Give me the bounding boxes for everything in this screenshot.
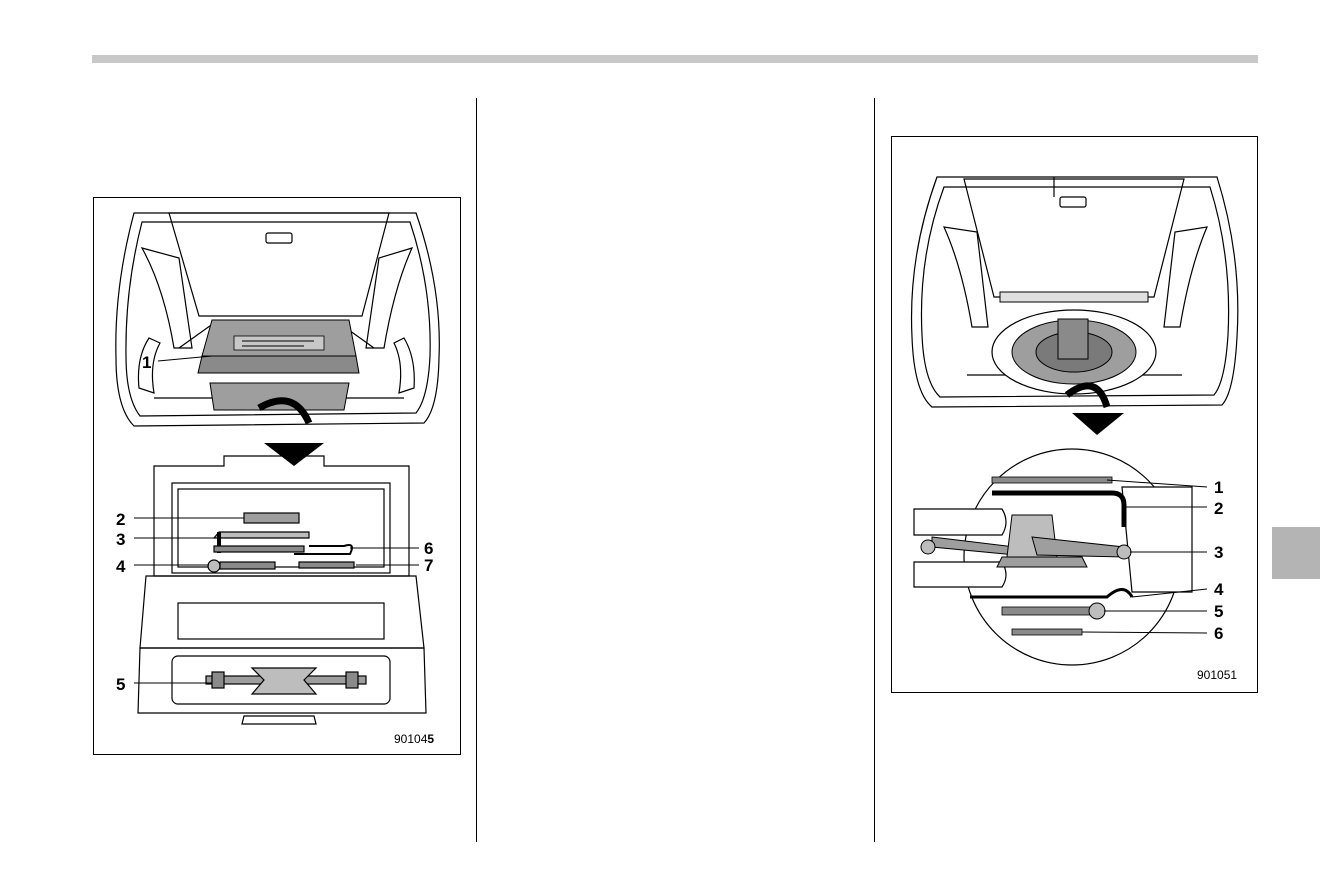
figure-code: 901051	[1197, 668, 1237, 682]
figure-spare-tire-tools: 1 2 3 4 5 6 901051	[891, 136, 1258, 693]
callout-1: 1	[1214, 478, 1223, 497]
spare-tire-well	[992, 292, 1156, 394]
column-divider-right	[874, 98, 875, 842]
column-divider-left	[476, 98, 477, 842]
callout-2: 2	[1214, 499, 1223, 518]
figure-code: 901045	[394, 732, 434, 746]
tool-storage-illustration: 1 2 3 4 5 6 7 901045	[94, 198, 460, 754]
callout-5: 5	[116, 675, 125, 694]
callout-4: 4	[116, 557, 126, 576]
tool-tray-in-cargo	[198, 320, 359, 410]
callout-6: 6	[1214, 624, 1223, 643]
tray-lower-section	[138, 576, 426, 724]
header-rule	[92, 55, 1258, 63]
figure-tool-storage-tray: 1 2 3 4 5 6 7 901045	[93, 197, 461, 755]
callout-2: 2	[116, 510, 125, 529]
chapter-tab	[1272, 527, 1320, 579]
callout-7: 7	[424, 556, 433, 575]
tray-upper-section	[154, 456, 409, 576]
callout-1: 1	[142, 353, 151, 372]
curved-arrow-down-icon	[1067, 386, 1124, 435]
callout-3: 3	[116, 530, 125, 549]
callout-3: 3	[1214, 543, 1223, 562]
spare-tire-illustration: 1 2 3 4 5 6 901051	[892, 137, 1257, 692]
callout-4: 4	[1214, 580, 1224, 599]
callout-5: 5	[1214, 602, 1223, 621]
